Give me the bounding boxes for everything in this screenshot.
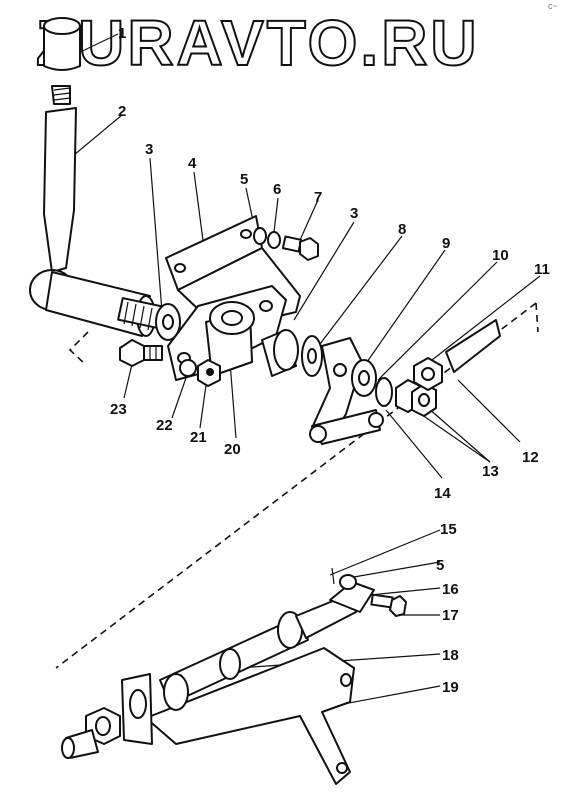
callout-3: 3 [145,141,153,158]
callout-6: 6 [273,181,281,198]
callout-5: 5 [240,171,248,188]
callout-11: 11 [534,261,550,278]
callout-13: 13 [482,463,499,480]
callout-8: 8 [398,221,406,238]
part-1-cap [43,17,81,71]
callout-10: 10 [492,247,509,264]
part-11-12-rod [413,319,501,391]
callout-21: 21 [190,429,207,446]
nuts-13 [395,379,437,417]
part-2-lever [29,85,156,337]
callout-4: 4 [188,155,197,172]
callout-12: 12 [522,449,539,466]
callout-14: 14 [434,485,451,502]
threaded-rod [117,297,181,341]
callout-19: 19 [442,679,459,696]
callout-labels: 1 2 3 3 4 5 5 6 7 8 9 10 11 12 13 14 15 … [110,25,550,696]
washers-10-14 [351,359,393,407]
corner-mark: c~ [548,1,558,11]
callout-20: 20 [224,441,241,458]
part-20-housing [167,285,287,381]
callout-15: 15 [440,521,457,538]
washers-21-22 [179,359,221,387]
callout-22: 22 [156,417,173,434]
bolt-23 [119,339,163,367]
clevis-fork [329,567,407,617]
part-9-arm [309,337,384,445]
callout-2: 2 [118,103,126,120]
callout-7: 7 [314,189,322,206]
bolt-7-washers [253,227,319,261]
bushing-and-washers [261,329,323,377]
callout-5b: 5 [436,557,444,574]
callout-16: 16 [442,581,459,598]
stub-end [61,707,121,759]
leader-lines [67,33,541,709]
callout-17: 17 [442,607,459,624]
callout-23: 23 [110,401,127,418]
callout-18: 18 [442,647,459,664]
callout-1: 1 [118,25,126,42]
callout-9: 9 [442,235,450,252]
callout-3b: 3 [350,205,358,222]
watermark-text: ZURAVTO.RU [35,6,480,80]
part-19-bracket [121,647,355,785]
